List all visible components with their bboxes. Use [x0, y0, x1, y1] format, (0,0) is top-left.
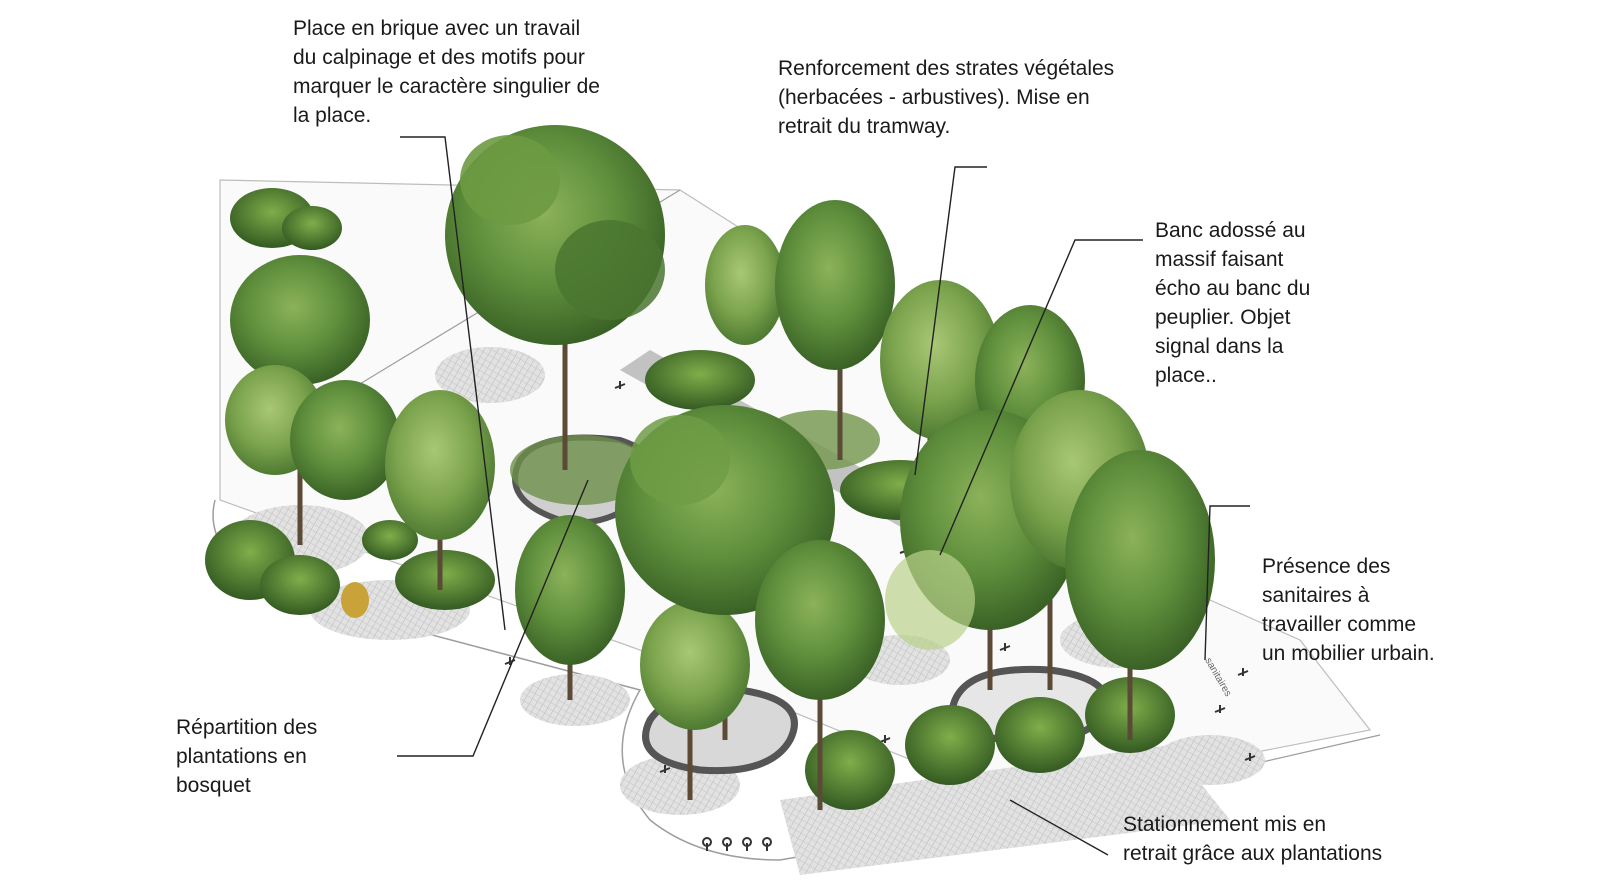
annotation-line: place..: [1155, 364, 1217, 387]
annotation-line: Renforcement des strates végétales: [778, 57, 1115, 80]
leader-bench: [939, 239, 1143, 556]
annotation-line: massif faisant: [1155, 248, 1284, 271]
annotation-line: retrait grâce aux plantations: [1123, 842, 1383, 865]
annotation-line: signal dans la: [1155, 335, 1284, 358]
annotation-line: Banc adossé au: [1155, 219, 1306, 242]
annotation-line: peuplier. Objet: [1155, 306, 1291, 329]
leader-parking: [1009, 799, 1109, 856]
annotation-line: sanitaires à: [1262, 584, 1370, 607]
annotation-line: retrait du tramway.: [778, 115, 951, 138]
annotation-sanitary: Présence des sanitaires à travailler com…: [1262, 552, 1435, 668]
annotation-line: Répartition des: [176, 716, 318, 739]
annotation-line: Place en brique avec un travail: [293, 17, 581, 40]
leader-vegetation-strata: [914, 166, 987, 476]
leader-brick-square: [400, 136, 506, 631]
annotation-vegetation-strata: Renforcement des strates végétales (herb…: [778, 54, 1114, 141]
leader-sanitary: [1204, 505, 1250, 661]
annotation-line: plantations en: [176, 745, 307, 768]
leader-bosquet: [397, 479, 589, 757]
leader-lines: [397, 136, 1250, 856]
annotation-line: bosquet: [176, 774, 251, 797]
annotation-brick-square: Place en brique avec un travail du calpi…: [293, 14, 600, 130]
annotation-line: du calpinage et des motifs pour: [293, 46, 585, 69]
annotation-bosquet: Répartition des plantations en bosquet: [176, 713, 317, 800]
annotation-line: Stationnement mis en: [1123, 813, 1327, 836]
annotation-line: un mobilier urbain.: [1262, 642, 1435, 665]
annotation-line: écho au banc du: [1155, 277, 1311, 300]
annotation-line: Présence des: [1262, 555, 1391, 578]
annotation-parking: Stationnement mis en retrait grâce aux p…: [1123, 810, 1382, 868]
annotation-bench: Banc adossé au massif faisant écho au ba…: [1155, 216, 1310, 390]
tree-canopies: [225, 125, 1215, 730]
annotation-line: marquer le caractère singulier de: [293, 75, 600, 98]
annotation-line: travailler comme: [1262, 613, 1417, 636]
annotation-line: (herbacées - arbustives). Mise en: [778, 86, 1090, 109]
annotation-line: la place.: [293, 104, 372, 127]
